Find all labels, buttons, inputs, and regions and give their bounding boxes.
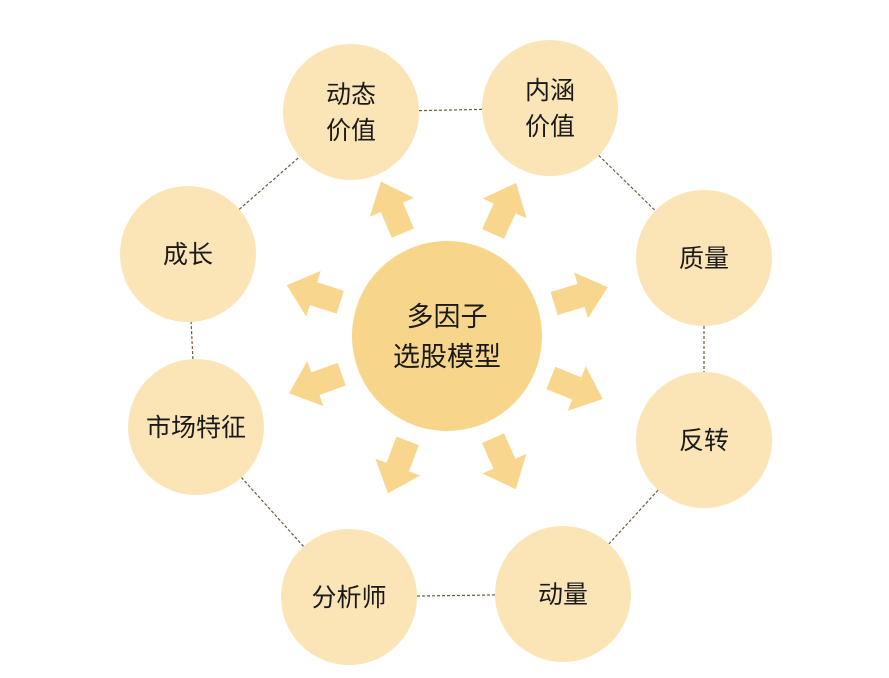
dashed-connector <box>416 594 496 597</box>
factor-label: 价值 <box>525 112 575 141</box>
dashed-connector <box>418 108 483 112</box>
factor-circle <box>636 372 772 508</box>
arrow-icon <box>482 182 527 239</box>
factor-label: 动量 <box>538 580 588 609</box>
dashed-connector <box>190 321 194 360</box>
dashed-connector <box>238 156 301 210</box>
center-label: 选股模型 <box>393 342 501 373</box>
center-label: 多因子 <box>407 302 488 333</box>
factor-node: 动量 <box>495 526 631 662</box>
center-circle <box>352 241 542 431</box>
factor-label: 价值 <box>326 116 376 145</box>
factor-circle <box>281 529 417 665</box>
arrow-icon <box>550 272 608 319</box>
factor-circle <box>495 526 631 662</box>
factor-label: 动态 <box>326 80 376 109</box>
arrow-icon <box>286 270 344 317</box>
factor-node: 反转 <box>636 372 772 508</box>
factor-node: 分析师 <box>281 529 417 665</box>
dashed-connector <box>608 489 659 545</box>
factor-label: 成长 <box>163 240 213 269</box>
factor-label: 内涵 <box>525 76 575 105</box>
factor-node: 市场特征 <box>128 359 264 495</box>
factor-label: 市场特征 <box>146 413 246 442</box>
factor-label: 分析师 <box>311 583 386 612</box>
dashed-connector <box>241 477 304 547</box>
arrows <box>286 181 608 494</box>
arrow-icon <box>481 433 527 490</box>
factor-circle <box>128 359 264 495</box>
arrow-icon <box>369 181 414 238</box>
factor-circle <box>636 190 772 326</box>
factor-label: 质量 <box>679 244 729 273</box>
factor-circle <box>120 186 256 322</box>
arrow-icon <box>546 366 603 411</box>
arrow-icon <box>289 361 346 407</box>
connectors <box>190 108 705 597</box>
factor-node: 成长 <box>120 186 256 322</box>
factor-circle <box>283 44 419 180</box>
factor-node: 质量 <box>636 190 772 326</box>
factor-label: 反转 <box>679 426 729 455</box>
factor-circle <box>482 40 618 176</box>
dashed-connector <box>598 155 656 211</box>
arrow-icon <box>375 436 421 494</box>
